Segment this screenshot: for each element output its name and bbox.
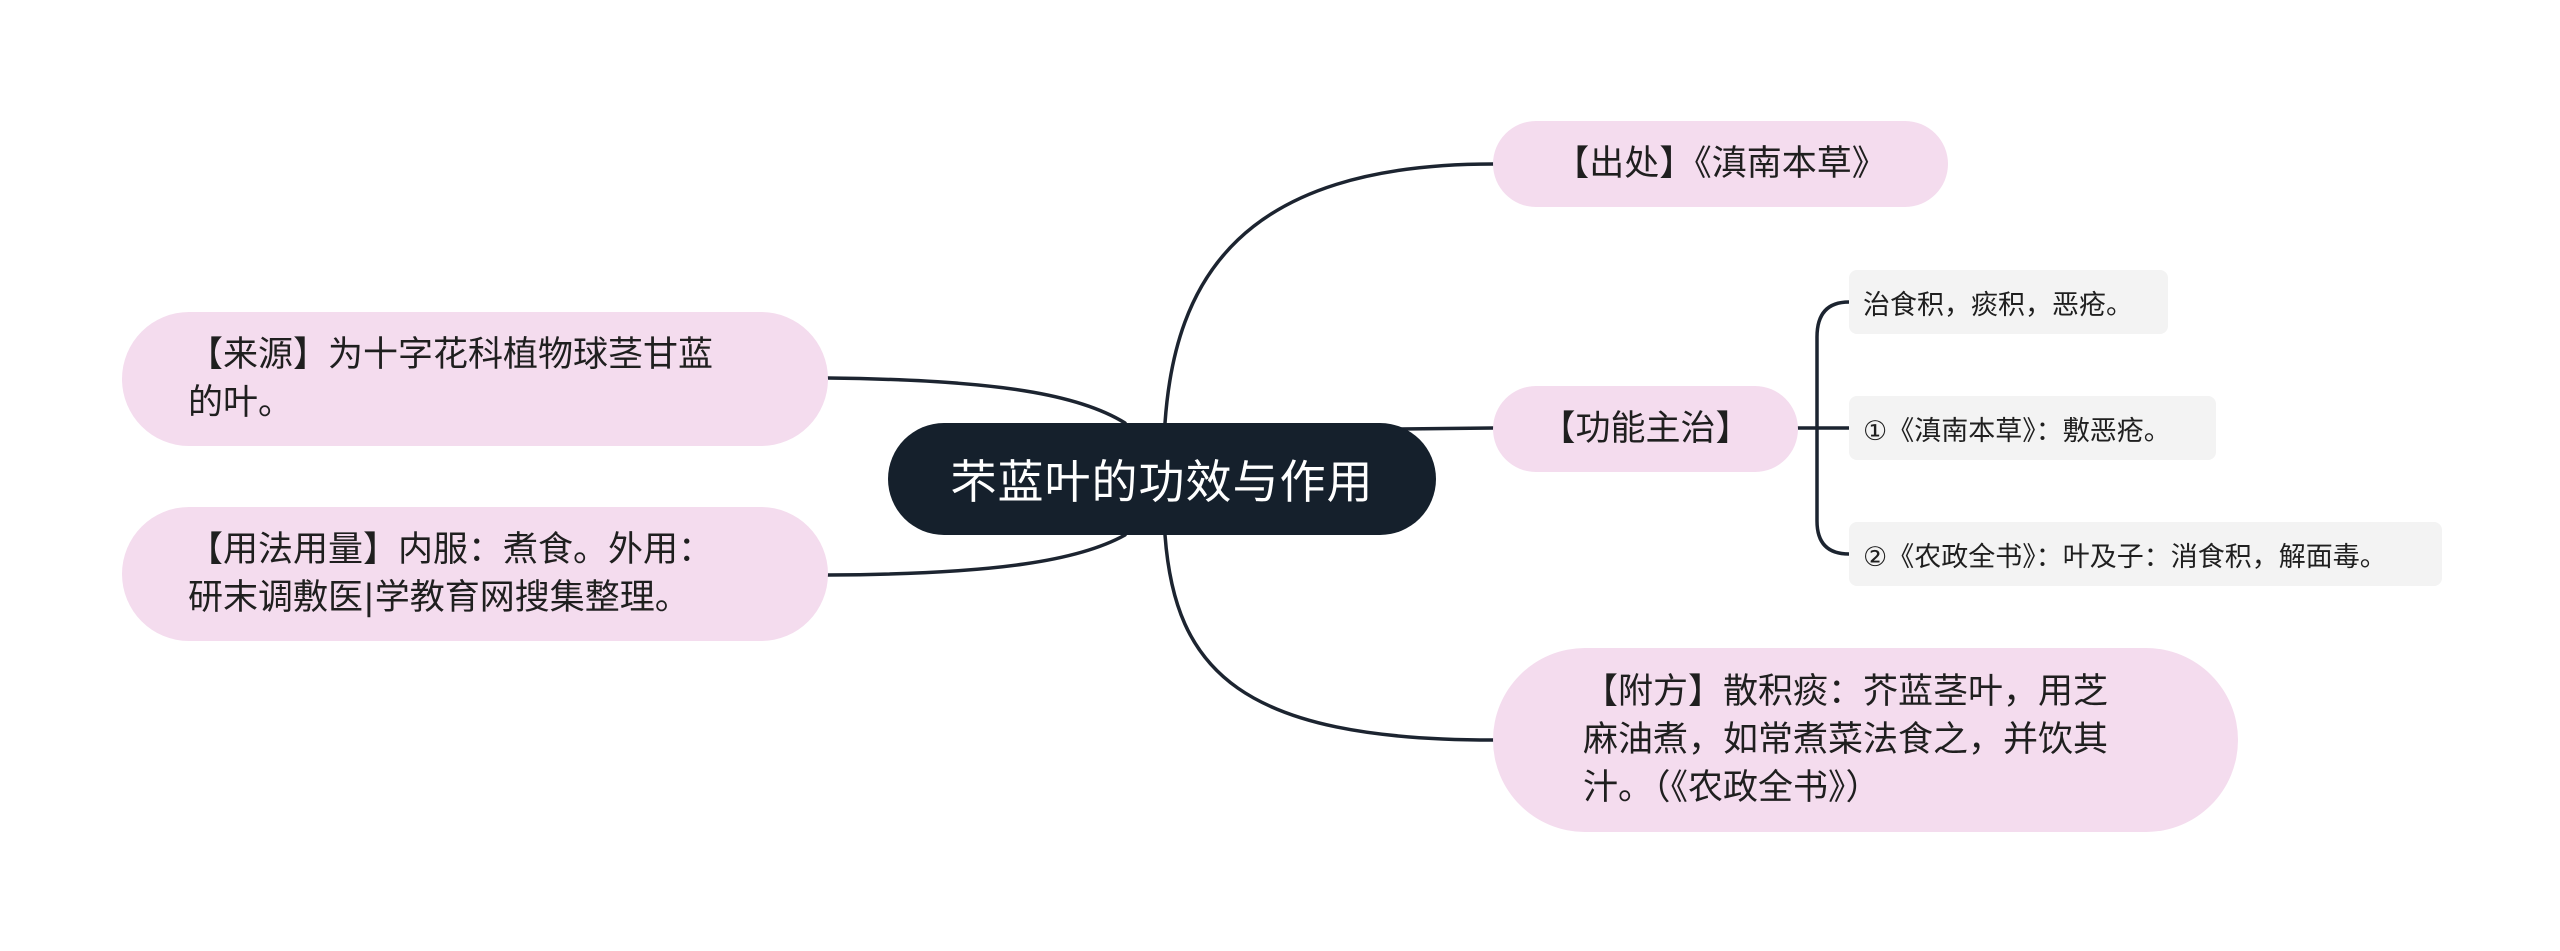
topic-origin[interactable]: 【出处】《滇南本草》: [1493, 121, 1948, 207]
connector-root-origin: [1163, 162, 1495, 425]
topic-source[interactable]: 【来源】为十字花科植物球茎甘蓝 的叶。: [122, 312, 828, 446]
central-topic[interactable]: 芣蓝叶的功效与作用: [888, 423, 1436, 535]
connector-functions-item-3: [1815, 426, 1851, 556]
connector-functions-item-1: [1815, 300, 1851, 430]
subtopic-function-item[interactable]: ①《滇南本草》：敷恶疮。: [1849, 396, 2216, 460]
connector-root-functions: [1398, 426, 1495, 431]
connector-root-recipe: [1163, 533, 1495, 742]
topic-functions[interactable]: 【功能主治】: [1493, 386, 1798, 472]
subtopic-function-item[interactable]: ②《农政全书》：叶及子：消食积，解面毒。: [1849, 522, 2442, 586]
connector-root-usage: [826, 533, 1127, 577]
topic-recipe[interactable]: 【附方】散积痰：芥蓝茎叶，用芝 麻油煮，如常煮菜法食之，并饮其 汁。（《农政全书…: [1493, 648, 2238, 832]
topic-usage-dosage[interactable]: 【用法用量】内服：煮食。外用： 研末调敷医|学教育网搜集整理。: [122, 507, 828, 641]
subtopic-function-item[interactable]: 治食积，痰积，恶疮。: [1849, 270, 2168, 334]
connector-root-source: [826, 376, 1127, 425]
